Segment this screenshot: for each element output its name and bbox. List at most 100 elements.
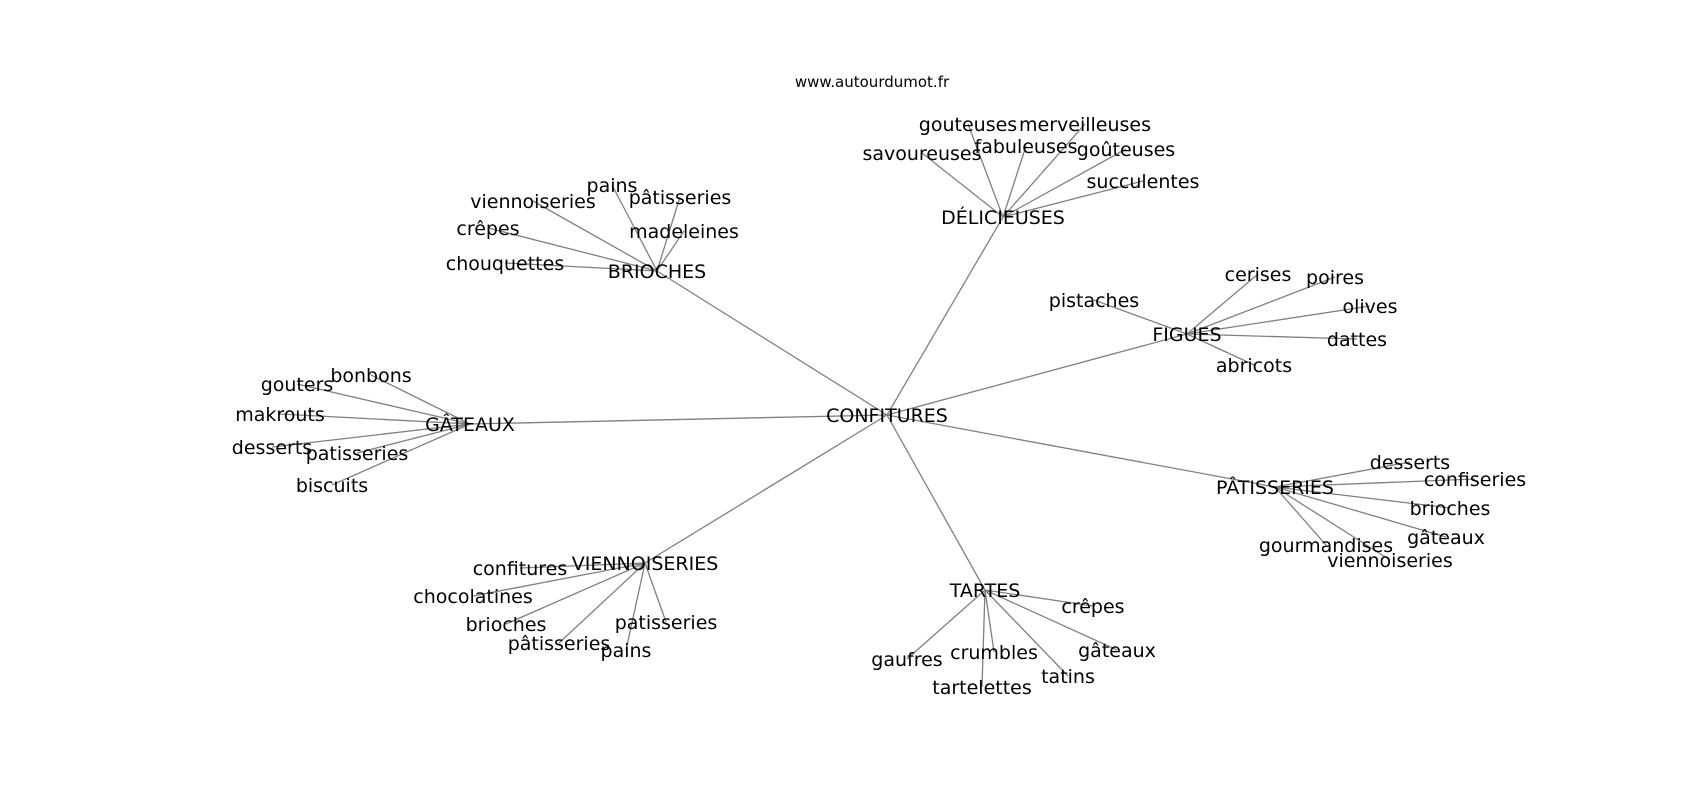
edge-gateaux-leaf bbox=[331, 423, 471, 486]
leaf-node: desserts bbox=[232, 437, 312, 459]
leaf-node: viennoiseries bbox=[1327, 550, 1452, 572]
leaf-node: pistaches bbox=[1049, 290, 1139, 312]
edge-patisseries-leaf bbox=[1274, 461, 1411, 488]
leaf-node: patisseries bbox=[615, 612, 718, 634]
edge-tartes-leaf bbox=[984, 589, 995, 653]
leaf-node: crêpes bbox=[456, 218, 519, 240]
edge-tartes-leaf bbox=[906, 589, 986, 660]
leaf-node: confitures bbox=[473, 558, 568, 580]
leaf-node: bonbons bbox=[330, 365, 411, 387]
leaf-node: brioches bbox=[1410, 498, 1491, 520]
edge-patisseries-leaf bbox=[1274, 486, 1447, 538]
leaf-node: poires bbox=[1306, 267, 1364, 289]
leaf-node: merveilleuses bbox=[1019, 114, 1151, 136]
edge-delicieuses-leaf bbox=[1002, 145, 1027, 218]
leaf-node: pains bbox=[601, 640, 652, 662]
leaf-node: brioches bbox=[466, 614, 547, 636]
edge-patisseries-leaf bbox=[1274, 486, 1391, 561]
leaf-node: savoureuses bbox=[862, 143, 981, 165]
leaf-node: gaufres bbox=[871, 649, 942, 671]
edge-gateaux-leaf bbox=[356, 423, 471, 454]
edge-brioches-leaf bbox=[487, 227, 658, 272]
edge-tartes-leaf bbox=[984, 589, 1094, 607]
edge-tartes-leaf bbox=[984, 589, 1069, 677]
edge-figues-leaf bbox=[1186, 276, 1336, 335]
edge-brioches-leaf bbox=[656, 230, 685, 272]
edge-viennoiseries-leaf bbox=[625, 562, 646, 651]
edge-delicieuses-leaf bbox=[921, 152, 1004, 218]
leaf-node: abricots bbox=[1216, 355, 1292, 377]
center-node: CONFITURES bbox=[826, 405, 948, 427]
edge-delicieuses-leaf bbox=[1002, 180, 1144, 218]
leaf-node: succulentes bbox=[1087, 171, 1200, 193]
edge-brioches-leaf bbox=[532, 200, 658, 272]
edge-brioches-leaf bbox=[656, 196, 681, 272]
leaf-node: viennoiseries bbox=[470, 191, 595, 213]
edge-center-patisseries bbox=[886, 414, 1276, 488]
leaf-node: madeleines bbox=[629, 221, 739, 243]
cluster-node-figues: FIGUES bbox=[1152, 324, 1221, 346]
edge-delicieuses-leaf bbox=[1002, 123, 1086, 218]
leaf-node: chocolatines bbox=[413, 586, 532, 608]
leaf-node: tartelettes bbox=[932, 677, 1032, 699]
cluster-node-gateaux: GÂTEAUX bbox=[425, 413, 515, 436]
edge-patisseries-leaf bbox=[1274, 478, 1476, 488]
edge-patisseries-leaf bbox=[1274, 486, 1327, 546]
edge-delicieuses-leaf bbox=[1002, 148, 1127, 218]
cluster-node-brioches: BRIOCHES bbox=[608, 261, 706, 283]
leaf-node: fabuleuses bbox=[975, 136, 1078, 158]
leaf-node: confiseries bbox=[1424, 469, 1526, 491]
leaf-node: patisseries bbox=[306, 443, 409, 465]
cluster-node-delicieuses: DÉLICIEUSES bbox=[941, 206, 1065, 229]
leaf-node: pains bbox=[587, 175, 638, 197]
edge-center-brioches bbox=[656, 270, 888, 416]
edge-figues-leaf bbox=[1186, 305, 1371, 335]
edge-brioches-leaf bbox=[504, 262, 658, 272]
cluster-node-viennoiseries: VIENNOISERIES bbox=[572, 553, 719, 575]
edge-gateaux-leaf bbox=[296, 383, 471, 425]
edge-delicieuses-leaf bbox=[967, 123, 1004, 218]
leaf-node: olives bbox=[1342, 296, 1397, 318]
edge-gateaux-leaf bbox=[370, 374, 471, 425]
edge-center-viennoiseries bbox=[644, 414, 888, 564]
leaf-node: makrouts bbox=[235, 404, 325, 426]
edge-center-delicieuses bbox=[886, 216, 1004, 416]
leaf-node: dattes bbox=[1327, 329, 1387, 351]
leaf-node: gâteaux bbox=[1078, 640, 1156, 662]
edge-viennoiseries-leaf bbox=[505, 562, 646, 625]
leaf-node: gâteaux bbox=[1407, 527, 1485, 549]
edge-viennoiseries-leaf bbox=[519, 562, 646, 569]
edge-gateaux-leaf bbox=[271, 423, 471, 448]
leaf-node: desserts bbox=[1370, 452, 1450, 474]
cluster-node-tartes: TARTES bbox=[949, 580, 1021, 602]
leaf-node: chouquettes bbox=[446, 253, 564, 275]
edge-viennoiseries-leaf bbox=[558, 562, 646, 644]
leaf-node: crêpes bbox=[1061, 596, 1124, 618]
edge-viennoiseries-leaf bbox=[472, 562, 646, 597]
edge-center-tartes bbox=[886, 414, 986, 591]
edge-tartes-leaf bbox=[981, 589, 986, 688]
leaf-node: gourmandises bbox=[1259, 535, 1393, 557]
edge-center-figues bbox=[886, 333, 1188, 416]
graph-edges bbox=[271, 123, 1476, 688]
source-label: www.autourdumot.fr bbox=[795, 73, 950, 91]
edge-figues-leaf bbox=[1186, 273, 1259, 335]
leaf-node: gouteuses bbox=[919, 114, 1017, 136]
edge-viennoiseries-leaf bbox=[644, 562, 667, 623]
leaf-node: goûteuses bbox=[1077, 139, 1175, 161]
edge-brioches-leaf bbox=[611, 184, 658, 272]
edge-gateaux-leaf bbox=[279, 413, 471, 425]
leaf-node: biscuits bbox=[296, 475, 368, 497]
edge-patisseries-leaf bbox=[1274, 486, 1451, 509]
leaf-node: crumbles bbox=[950, 642, 1038, 664]
leaf-node: pâtisseries bbox=[508, 633, 611, 655]
leaf-node: cerises bbox=[1225, 264, 1292, 286]
edge-figues-leaf bbox=[1186, 333, 1358, 340]
leaf-node: tatins bbox=[1041, 666, 1095, 688]
edge-figues-leaf bbox=[1186, 333, 1255, 366]
edge-tartes-leaf bbox=[984, 589, 1118, 651]
edge-center-gateaux bbox=[469, 414, 888, 425]
leaf-node: pâtisseries bbox=[629, 187, 732, 209]
